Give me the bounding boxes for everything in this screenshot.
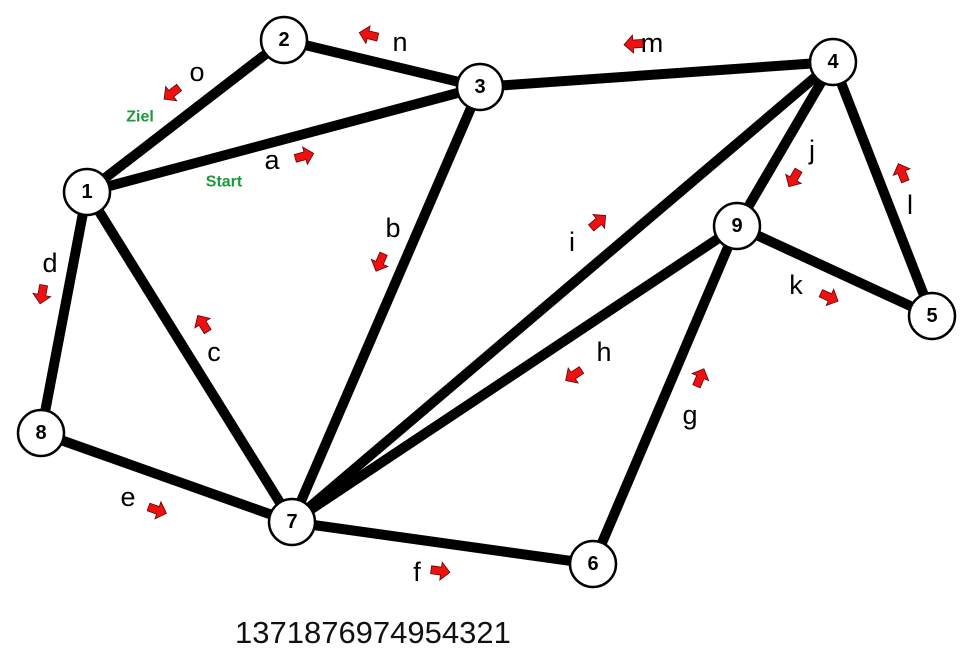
start-label: Start (206, 174, 243, 191)
node-circle (712, 201, 762, 251)
node-label: 3 (474, 76, 485, 98)
direction-arrow-icon (818, 288, 839, 307)
node-4: 4 (808, 37, 858, 87)
direction-arrow-icon (370, 251, 389, 272)
nodes: 1 2 3 4 5 6 7 8 9 (16, 15, 957, 589)
node-circle (808, 37, 858, 87)
direction-arrow-icon (293, 146, 315, 166)
edge-label-m: m (641, 28, 664, 58)
edge-label-f: f (413, 557, 421, 587)
edge-c (82, 189, 297, 525)
node-2: 2 (259, 15, 309, 65)
node-label: 8 (35, 422, 46, 444)
node-label: 1 (81, 181, 92, 203)
edge-g (588, 224, 742, 566)
node-8: 8 (16, 408, 66, 458)
edge-o (83, 36, 288, 196)
node-circle (259, 15, 309, 65)
node-label: 4 (827, 51, 839, 73)
edge-label-h: h (596, 337, 611, 367)
node-7: 7 (267, 497, 317, 547)
node-circle (267, 497, 317, 547)
direction-arrow-icon (785, 167, 803, 188)
edge-label-k: k (789, 270, 803, 300)
edge-label-b: b (385, 213, 400, 243)
edge-label-a: a (264, 145, 280, 175)
edge-d (36, 191, 92, 434)
direction-arrow-icon (194, 315, 212, 335)
edge-label-l: l (907, 190, 913, 220)
edge-label-e: e (120, 482, 135, 512)
direction-arrow-icon (358, 25, 380, 45)
direction-arrow-icon (146, 500, 167, 520)
direction-arrow-icon (163, 83, 183, 102)
direction-arrow-icon (623, 34, 644, 54)
edge-l (828, 60, 937, 318)
node-5: 5 (907, 291, 957, 341)
node-circle (16, 408, 66, 458)
edge-label-o: o (189, 57, 204, 87)
direction-arrow-icon (691, 368, 710, 389)
node-label: 7 (286, 511, 297, 533)
edge-label-n: n (392, 27, 407, 57)
direction-arrow-icon (587, 214, 607, 232)
node-label: 2 (278, 29, 289, 51)
node-label: 9 (731, 215, 742, 237)
edges (36, 35, 937, 569)
edge-label-d: d (42, 248, 57, 278)
edge-f (291, 517, 594, 569)
edge-b (287, 85, 485, 524)
node-1: 1 (62, 167, 112, 217)
edge-e (39, 428, 294, 527)
edge-m (479, 57, 834, 92)
node-circle (62, 167, 112, 217)
node-9: 9 (712, 201, 762, 251)
edge-i (288, 58, 837, 526)
edge-label-j: j (808, 135, 815, 165)
direction-arrow-icon (565, 366, 585, 384)
node-circle (907, 291, 957, 341)
direction-arrow-icon (430, 561, 451, 581)
direction-arrow-icon (892, 163, 912, 184)
edge-h (289, 221, 740, 527)
node-6: 6 (568, 539, 618, 589)
edge-label-c: c (207, 337, 221, 367)
node-circle (568, 539, 618, 589)
node-label: 5 (926, 305, 937, 327)
node-3: 3 (455, 62, 505, 112)
direction-arrow-icon (32, 283, 52, 305)
edge-n (282, 35, 482, 92)
edge-j (732, 59, 838, 229)
node-label: 6 (587, 553, 598, 575)
edge-label-i: i (569, 227, 575, 257)
path-sequence: 1371876974954321 (235, 615, 511, 650)
goal-label: Ziel (126, 109, 154, 126)
edge-label-g: g (682, 400, 697, 430)
edge-a (85, 82, 482, 197)
node-circle (455, 62, 505, 112)
edge-k (734, 221, 935, 321)
